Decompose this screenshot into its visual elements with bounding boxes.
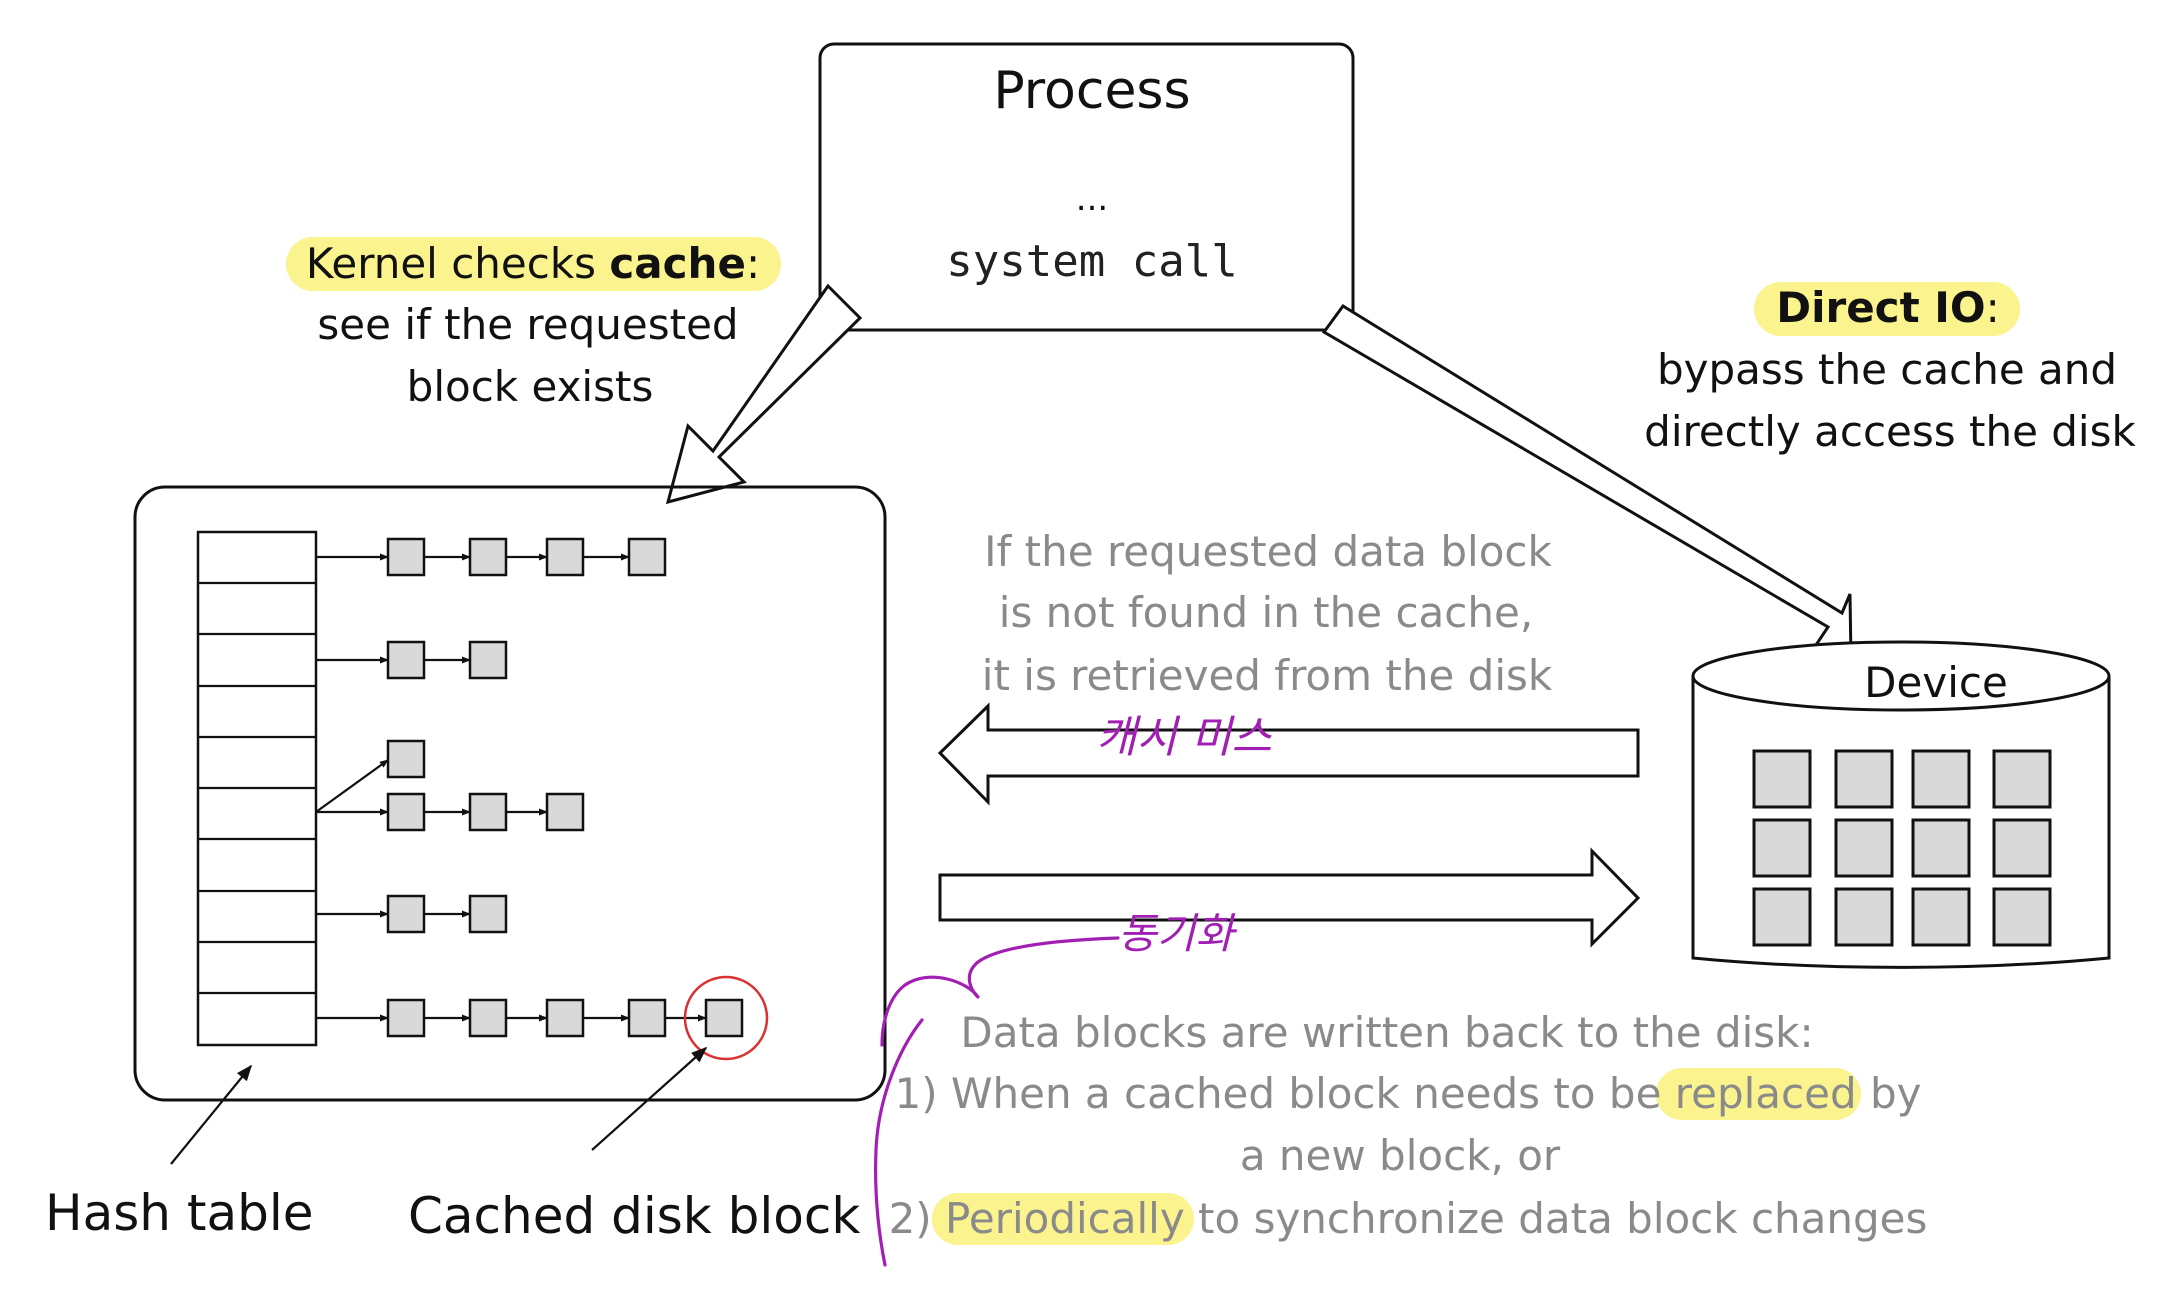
disk-block [1752,818,1812,878]
handwritten-bracket-lower [874,1018,924,1267]
cached-block [468,998,508,1038]
cached-block [386,792,426,832]
process-title: Process [993,61,1190,121]
cached-block-circle [683,975,769,1061]
disk-block [1911,749,1971,809]
hash-table-pointer [170,1064,253,1165]
direct-io-line2: bypass the cache and [1657,345,2117,394]
kernel-note-line3: block exists [407,362,654,411]
device-disk: Device [1691,640,2111,969]
miss-note-line3: it is retrieved from the disk [982,651,1553,700]
cached-block-pointer [591,1046,708,1151]
arrow-cache-to-disk [938,847,1641,948]
disk-block [1992,887,2052,947]
writeback-note: Data blocks are written back to the disk… [889,1008,1928,1245]
cached-disk-block-label: Cached disk block [408,1187,860,1245]
hash-table [196,530,318,1047]
cached-block [468,894,508,934]
disk-block [1752,749,1812,809]
cached-block [468,792,508,832]
cached-block [545,998,585,1038]
hash-chain-2 [316,640,508,680]
handwritten-bracket [880,936,1120,1047]
handwritten-sync: 동기화 [1118,909,1237,958]
handwritten-cache-miss: 캐시 미스 [1096,712,1272,763]
kernel-note-line1: Kernel checks cache: [306,239,760,288]
cached-block [627,537,667,577]
disk-block [1834,887,1894,947]
disk-block [1992,749,2052,809]
disk-block [1911,818,1971,878]
cached-block [545,537,585,577]
cached-block [627,998,667,1038]
cached-block [468,640,508,680]
hash-chain-5 [316,975,769,1061]
process-box: Process ... system call [818,42,1355,332]
disk-block [1911,887,1971,947]
highlight-direct-io [1754,282,2020,336]
kernel-note-line2: see if the requested [317,300,738,349]
writeback-line2: 1) When a cached block needs to be repla… [895,1069,1922,1118]
disk-block [1834,818,1894,878]
cached-block [386,640,426,680]
buffer-cache-box [133,485,887,1102]
cache-miss-note: If the requested data block is not found… [982,527,1553,700]
highlight-kernel-checks [286,237,781,291]
cached-block [386,537,426,577]
miss-note-line1: If the requested data block [984,527,1552,576]
hash-chain-4 [316,894,508,934]
disk-block [1992,818,2052,878]
arrow-disk-to-cache [937,702,1640,806]
cached-block [386,894,426,934]
miss-note-line2: is not found in the cache, [999,588,1533,637]
cached-block [545,792,585,832]
cached-block [704,998,744,1038]
process-ellipsis: ... [1076,179,1108,219]
cached-block [468,537,508,577]
hash-table-label: Hash table [45,1184,314,1242]
system-call-text: system call [946,236,1237,287]
writeback-line3: a new block, or [1240,1131,1561,1180]
kernel-note: Kernel checks cache: see if the requeste… [286,237,781,411]
writeback-line1: Data blocks are written back to the disk… [960,1008,1813,1057]
disk-block [1752,887,1812,947]
hash-chain-1 [316,537,667,577]
hash-chain-3 [315,739,585,832]
cached-block [386,998,426,1038]
highlight-replaced [1656,1068,1861,1120]
direct-io-note: Direct IO: bypass the cache and directly… [1644,282,2136,456]
arrow-process-to-cache [665,283,863,505]
direct-io-line3: directly access the disk [1644,407,2136,456]
writeback-line4: 2) Periodically to synchronize data bloc… [889,1194,1928,1243]
highlight-periodically [932,1193,1194,1245]
cached-block [386,739,426,779]
direct-io-line1: Direct IO: [1776,283,2000,332]
disk-block [1834,749,1894,809]
device-label: Device [1864,658,2008,707]
